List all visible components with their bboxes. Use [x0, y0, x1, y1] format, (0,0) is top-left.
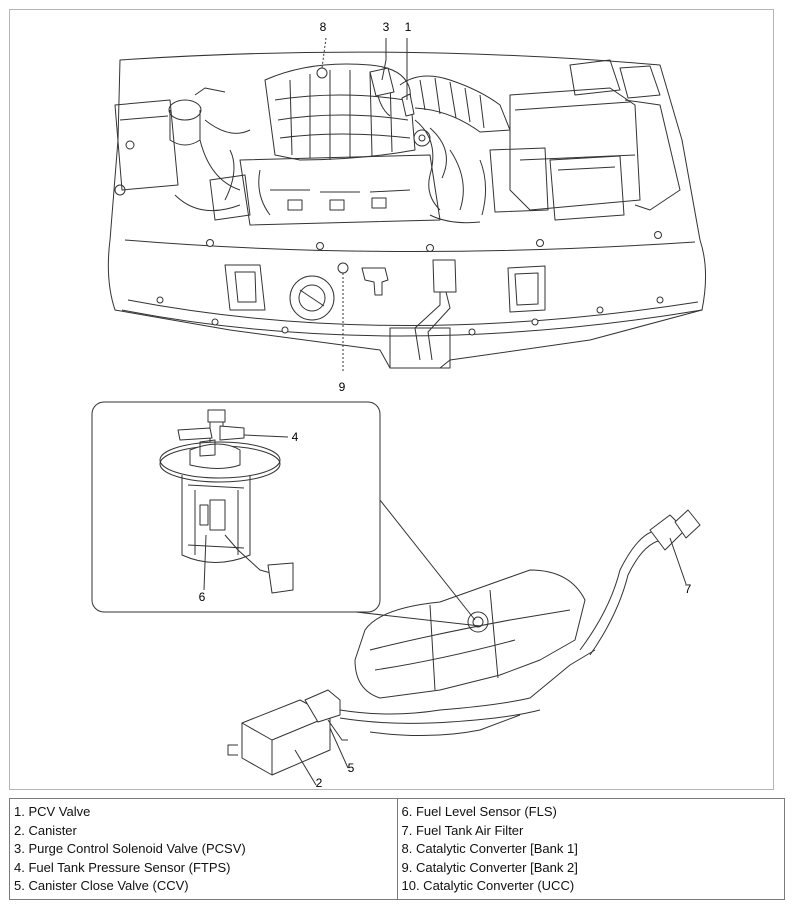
callout-3: 3	[383, 20, 390, 34]
legend-item: 9. Catalytic Converter [Bank 2]	[401, 859, 578, 875]
legend-item: 3. Purge Control Solenoid Valve (PCSV)	[14, 841, 246, 856]
legend-item: 1. PCV Valve	[14, 804, 91, 819]
engine-bay-drawing	[107, 51, 707, 369]
legend-item: 5. Canister Close Valve (CCV)	[14, 878, 189, 893]
legend-column-right: 6. Fuel Level Sensor (FLS) 7. Fuel Tank …	[398, 799, 785, 899]
diagram-frame: 8 3 1 9 4 6 7 5 2	[9, 9, 774, 790]
fuel-pump-module-inset	[91, 401, 481, 627]
callout-7: 7	[685, 582, 692, 596]
fuel-tank-assembly	[227, 509, 701, 786]
legend-item: 8. Catalytic Converter [Bank 1]	[401, 841, 578, 856]
callout-6: 6	[199, 590, 206, 604]
catalytic-converter-bank2-marker	[337, 262, 349, 274]
callout-2: 2	[316, 776, 323, 790]
component-location-drawing: 8 3 1 9 4 6 7 5 2	[91, 20, 707, 790]
legend-item: 2. Canister	[14, 822, 77, 838]
legend-item: 10. Catalytic Converter (UCC)	[401, 878, 575, 893]
legend-item: 7. Fuel Tank Air Filter	[401, 822, 524, 838]
legend-item: 4. Fuel Tank Pressure Sensor (FTPS)	[14, 859, 231, 875]
callout-9: 9	[339, 380, 346, 394]
legend-column-left: 1. PCV Valve 2. Canister 3. Purge Contro…	[10, 799, 398, 899]
legend-item: 6. Fuel Level Sensor (FLS)	[401, 804, 557, 819]
callout-8: 8	[320, 20, 327, 34]
callout-5: 5	[348, 761, 355, 775]
callout-1: 1	[405, 20, 412, 34]
callout-4: 4	[292, 430, 299, 444]
component-legend: 1. PCV Valve 2. Canister 3. Purge Contro…	[9, 798, 785, 900]
